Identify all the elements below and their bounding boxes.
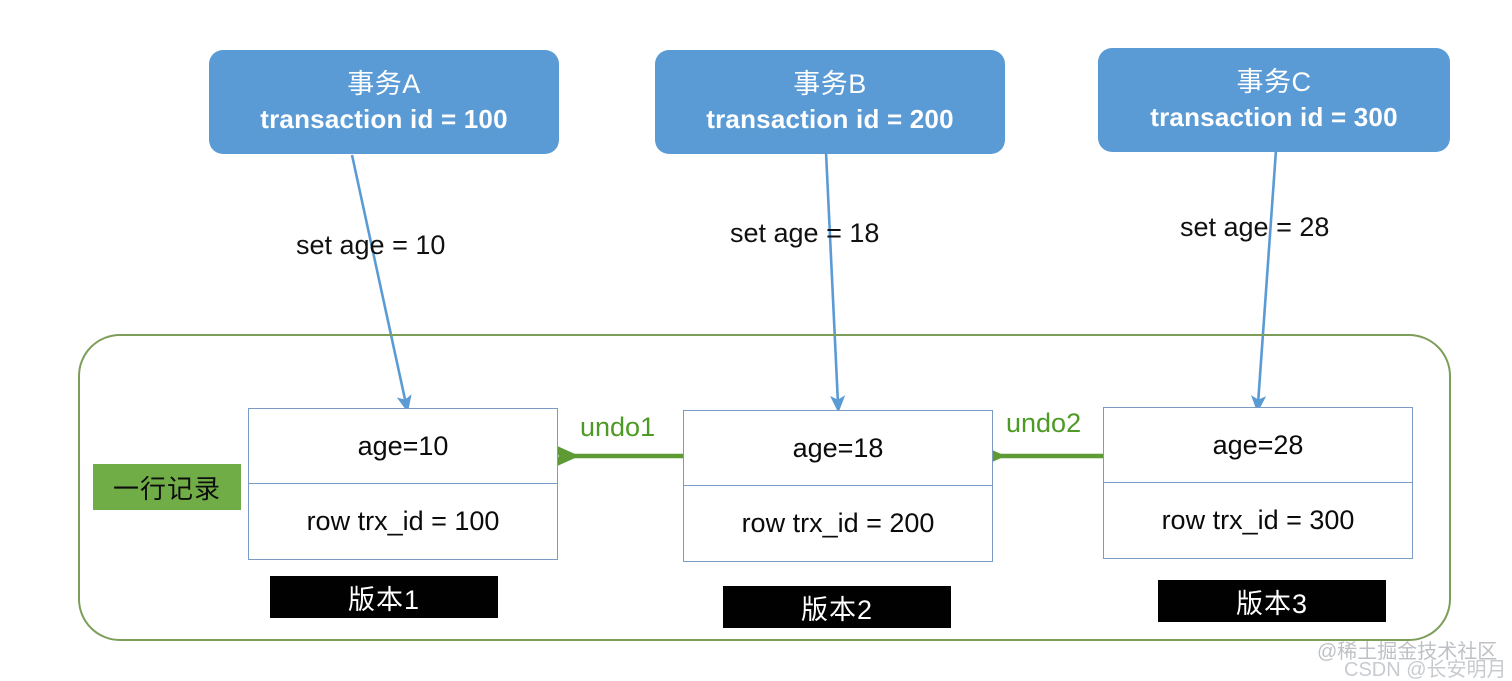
transaction-box-b[interactable]: 事务B transaction id = 200 — [655, 50, 1005, 154]
version-box-2[interactable]: age=18 row trx_id = 200 — [683, 410, 993, 562]
version-1-age: age=10 — [249, 409, 557, 484]
watermark-csdn: CSDN @长安明月 — [1344, 659, 1507, 681]
transaction-box-c[interactable]: 事务C transaction id = 300 — [1098, 48, 1450, 152]
row-record-container — [78, 334, 1451, 641]
row-record-tag: 一行记录 — [93, 464, 241, 510]
version-label-2: 版本2 — [723, 586, 951, 628]
transaction-box-a[interactable]: 事务A transaction id = 100 — [209, 50, 559, 154]
set-age-label-c: set age = 28 — [1180, 212, 1330, 242]
transaction-c-id: transaction id = 300 — [1150, 102, 1398, 133]
transaction-a-id: transaction id = 100 — [260, 104, 508, 135]
version-1-trxid: row trx_id = 100 — [306, 506, 500, 536]
transaction-c-name: 事务C — [1236, 67, 1312, 98]
version-label-3: 版本3 — [1158, 580, 1386, 622]
version-box-3[interactable]: age=28 row trx_id = 300 — [1103, 407, 1413, 559]
transaction-b-id: transaction id = 200 — [706, 104, 954, 135]
version-label-1: 版本1 — [270, 576, 498, 618]
version-3-age: age=28 — [1104, 408, 1412, 483]
set-age-label-a: set age = 10 — [296, 230, 446, 260]
undo1-label: undo1 — [580, 412, 656, 442]
undo2-label: undo2 — [1006, 408, 1082, 438]
transaction-b-name: 事务B — [793, 69, 867, 100]
version-box-1[interactable]: age=10 row trx_id = 100 — [248, 408, 558, 560]
transaction-a-name: 事务A — [347, 69, 421, 100]
watermark-juejin: @稀土掘金技术社区 — [1317, 641, 1498, 663]
version-2-trxid: row trx_id = 200 — [741, 508, 935, 538]
set-age-label-b: set age = 18 — [730, 218, 880, 248]
version-2-age: age=18 — [684, 411, 992, 486]
version-3-trxid: row trx_id = 300 — [1161, 505, 1355, 535]
